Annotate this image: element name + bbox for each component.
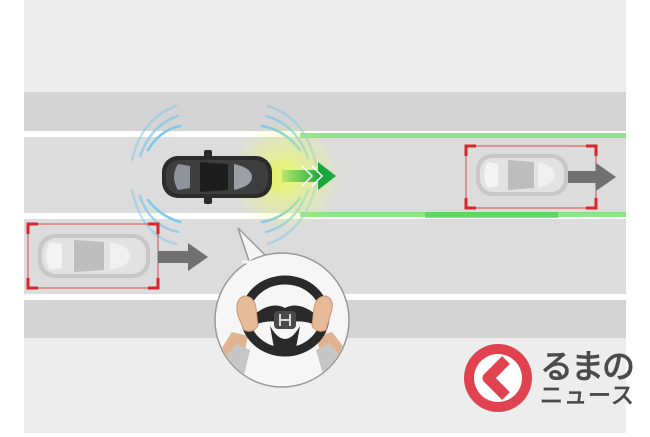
honda-h-emblem-icon — [279, 314, 291, 326]
lane-top-dark — [24, 92, 626, 132]
rear-vehicle-arrow-icon — [158, 243, 208, 271]
front-vehicle — [476, 154, 568, 196]
logo-sub-text: ニュース — [540, 383, 635, 409]
front-vehicle-arrow-icon — [568, 163, 616, 191]
kuruma-logo-mark-icon — [464, 344, 532, 412]
road-shoulder-top — [24, 0, 626, 92]
logo-main-text: るまの — [540, 347, 635, 386]
own-vehicle — [162, 150, 272, 204]
rear-vehicle — [38, 234, 150, 278]
forward-arrow-icon — [282, 162, 336, 190]
lane-guide-dash — [425, 212, 558, 218]
steering-callout — [214, 227, 350, 388]
lane-guide-top — [300, 133, 626, 138]
site-logo: るまの ニュース — [540, 350, 650, 408]
